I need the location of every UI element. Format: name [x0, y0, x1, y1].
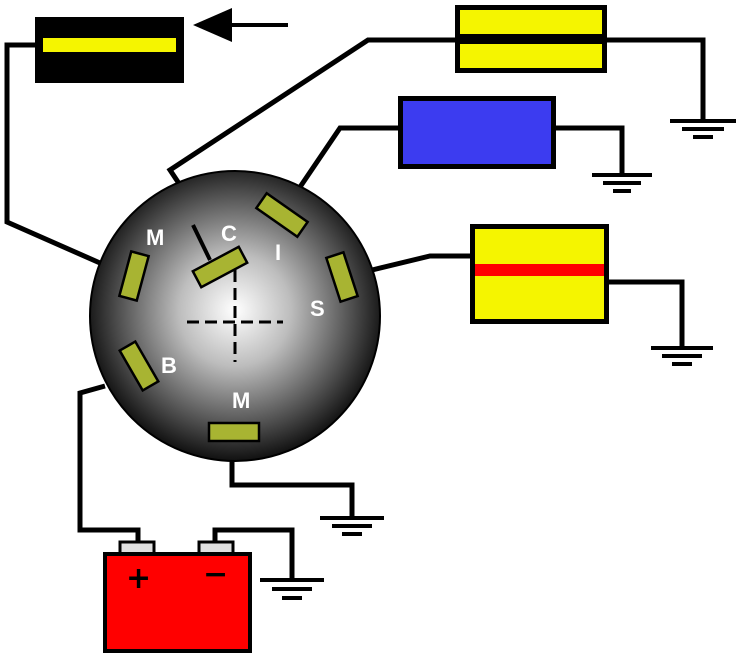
battery-case	[103, 552, 252, 653]
switch-crosshair	[187, 270, 283, 362]
black-component	[35, 17, 184, 83]
arrow-left-icon	[193, 8, 288, 42]
battery-plus-sign: +	[126, 561, 151, 596]
ground-icon	[651, 346, 713, 366]
label-i: I	[275, 240, 281, 265]
wire-blue-to-ground	[555, 125, 625, 175]
contact-i	[254, 191, 310, 239]
ground-icon	[320, 516, 384, 536]
switch-contacts	[117, 191, 360, 443]
switch-key-pointer	[191, 224, 212, 261]
top-yellow-component	[455, 5, 607, 73]
wire-i-to-blue-component	[295, 125, 400, 192]
label-m-bottom: M	[232, 388, 250, 413]
contact-s	[324, 250, 360, 304]
red-stripe-component	[470, 224, 609, 324]
wire-s-to-red-stripe-component	[367, 253, 472, 274]
contact-m-bottom	[207, 421, 261, 443]
label-s: S	[310, 296, 325, 321]
ignition-switch: M C I S B M	[89, 170, 381, 462]
blue-component	[398, 96, 556, 169]
contact-c	[191, 245, 249, 289]
label-m-top: M	[146, 225, 164, 250]
label-b: B	[161, 353, 177, 378]
contact-m-top	[117, 249, 151, 303]
wire-b-to-battery-positive	[77, 383, 141, 545]
contact-b	[117, 339, 161, 393]
ground-icon	[670, 119, 736, 139]
wire-m-bottom-to-ground	[229, 443, 355, 518]
wire-m-to-black-component	[4, 42, 102, 266]
wire-top-yellow-to-ground	[607, 37, 706, 121]
wire-battery-negative-to-ground	[212, 527, 295, 580]
ground-icon	[260, 578, 324, 600]
battery: + −	[103, 540, 252, 653]
label-c: C	[221, 221, 237, 246]
wire-red-stripe-to-ground	[608, 279, 685, 348]
ground-icon	[592, 173, 652, 193]
battery-minus-sign: −	[203, 557, 228, 592]
